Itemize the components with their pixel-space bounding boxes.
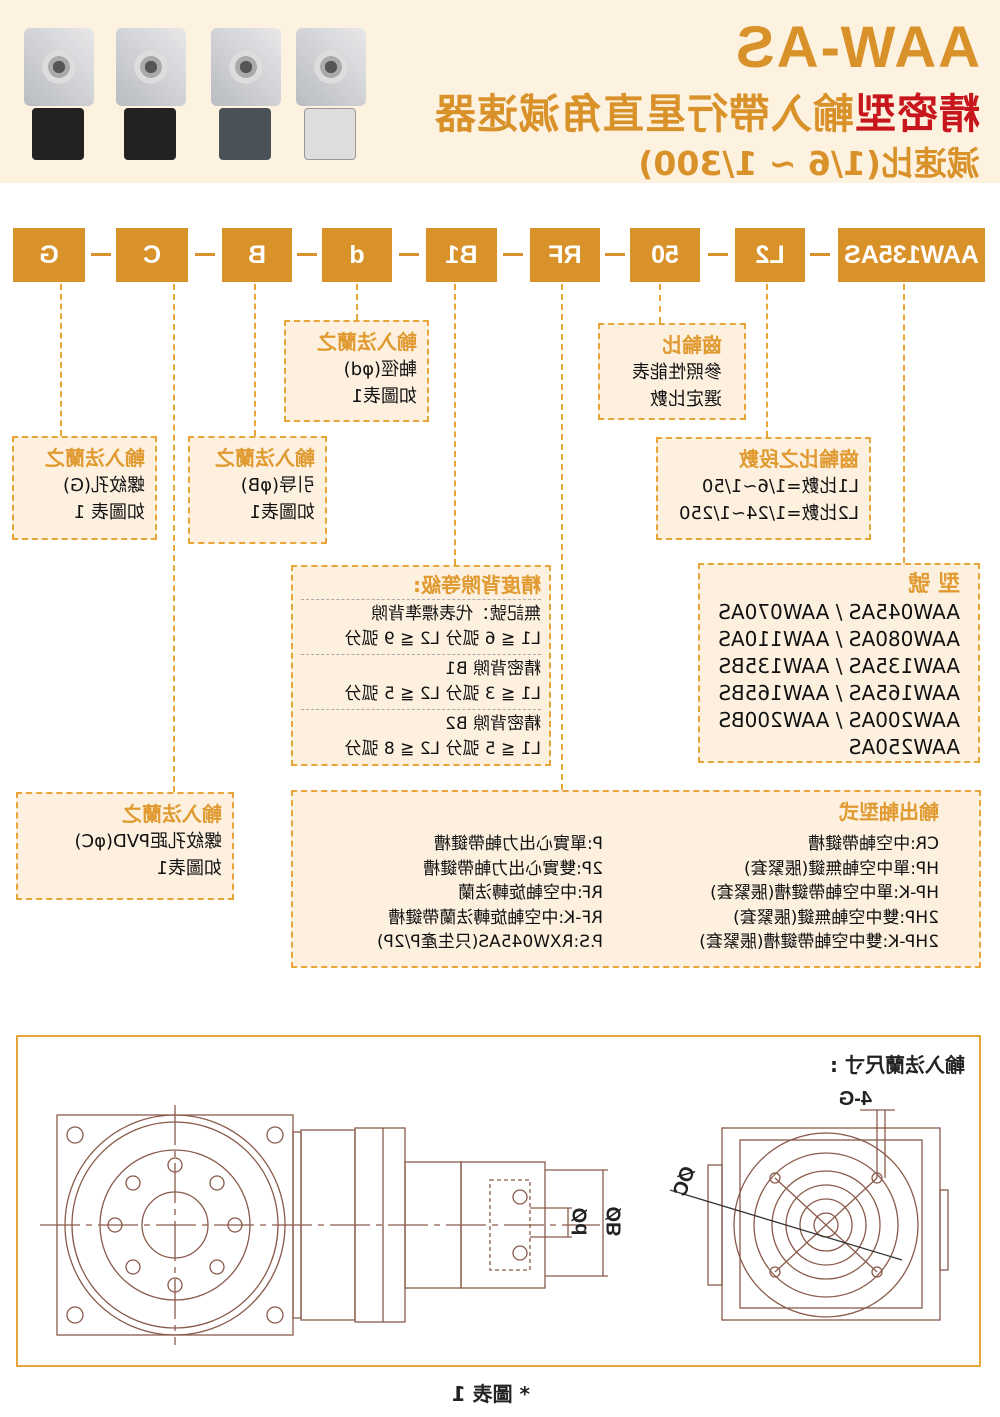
end-view-outline [721, 1127, 941, 1321]
label-guide-dia: ØB [603, 1206, 626, 1237]
figure-caption: * 圖表 1 [451, 1382, 530, 1406]
label-4g: 4-G [838, 1088, 872, 1110]
label-shaft-dia: Ød [569, 1207, 592, 1236]
